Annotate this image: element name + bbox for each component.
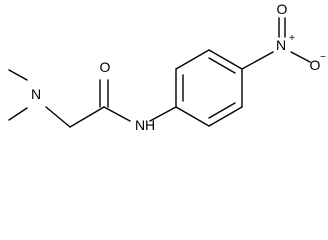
- bond-nitro-single: [290, 51, 311, 63]
- bond-methyl-upper: [8, 69, 28, 81]
- nitro-n-charge-label: +: [289, 33, 295, 44]
- amine-n-label: N: [31, 86, 41, 102]
- bond-methyl-lower: [8, 107, 28, 121]
- chemical-structure-diagram: N O N H N + O O −: [8, 1, 326, 133]
- atom-labels: N O N H N + O O −: [31, 1, 326, 133]
- nitro-o-right-label: O: [310, 57, 321, 73]
- bond-ch2-carbonyl: [69, 106, 105, 128]
- ring-bond-3: [208, 49, 243, 70]
- amide-h-label: H: [145, 117, 155, 133]
- ring-bond-2: [175, 49, 210, 70]
- bond-carbonyl-amide-n: [103, 106, 131, 122]
- ring-bond-5: [208, 106, 243, 127]
- nitro-o-charge-label: −: [320, 52, 326, 63]
- bond-n-ch2: [45, 106, 71, 128]
- bond-ring-nitro-n: [241, 51, 274, 70]
- amide-n-label: N: [135, 117, 145, 133]
- nitro-o-top-label: O: [277, 1, 288, 17]
- ring-inner-bond-3: [208, 102, 236, 119]
- bonds: [8, 17, 311, 128]
- bond-amide-n-ring: [149, 106, 177, 122]
- nitro-n-label: N: [276, 37, 286, 53]
- carbonyl-o-label: O: [100, 59, 111, 75]
- ring-bond-6: [175, 106, 210, 127]
- ring-inner-bond-2: [208, 57, 236, 74]
